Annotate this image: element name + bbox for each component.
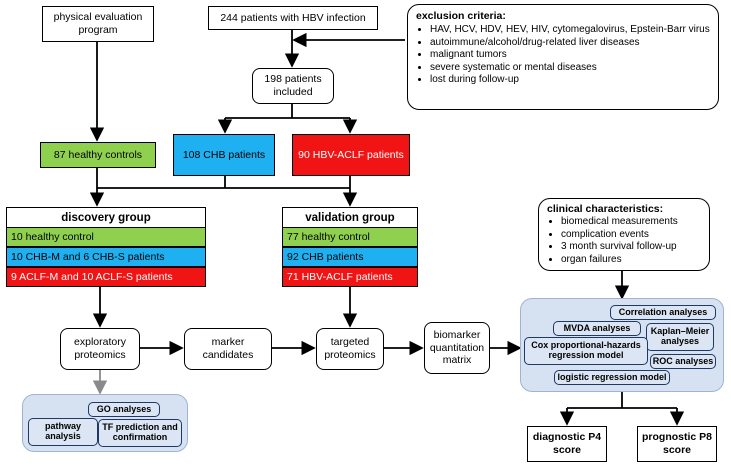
- healthy-controls-box: 87 healthy controls: [40, 142, 156, 168]
- clinical-characteristics-box: clinical characteristics: biomedical mea…: [538, 198, 710, 271]
- physical-evaluation-box: physical evaluation program: [42, 6, 154, 42]
- exclusion-item: autoimmune/alcohol/drug-related liver di…: [430, 37, 710, 50]
- exclusion-criteria-box: exclusion criteria: HAV, HCV, HDV, HEV, …: [407, 4, 719, 110]
- discovery-group-title-text: discovery group: [61, 211, 151, 224]
- logistic-regression-label: logistic regression model: [557, 371, 667, 382]
- roc-analyses-label: ROC analyses: [652, 355, 714, 366]
- aclf-patients-label: 90 HBV-ACLF patients: [298, 148, 404, 161]
- cox-regression-pill: Cox proportional-hazards regression mode…: [524, 337, 648, 365]
- go-analyses-pill: GO analyses: [88, 402, 160, 417]
- mvda-analyses-label: MVDA analyses: [563, 322, 631, 333]
- exploratory-proteomics-label: exploratory proteomics: [74, 336, 126, 361]
- marker-candidates-box: marker candidates: [184, 328, 272, 370]
- exclusion-item: HAV, HCV, HDV, HEV, HIV, cytomegalovirus…: [430, 24, 710, 37]
- discovery-row: 9 ACLF-M and 10 ACLF-S patients: [6, 267, 206, 287]
- exclusion-item: severe systematic or mental diseases: [430, 62, 710, 75]
- validation-row: 92 CHB patients: [282, 247, 418, 267]
- quantitation-matrix-box: biomarker quantitation matrix: [424, 322, 490, 374]
- diagnostic-score-box: diagnostic P4 score: [527, 426, 607, 462]
- correlation-analyses-pill: Correlation analyses: [610, 305, 716, 320]
- pathway-analysis-label: pathway analysis: [44, 421, 81, 441]
- exploratory-proteomics-box: exploratory proteomics: [60, 328, 140, 370]
- healthy-controls-label: 87 healthy controls: [53, 148, 143, 161]
- hbv-patients-label: 244 patients with HBV infection: [220, 11, 366, 24]
- cox-regression-label: Cox proportional-hazards regression mode…: [531, 340, 641, 360]
- validation-row-label: 77 healthy control: [287, 231, 370, 243]
- discovery-row-label: 10 healthy control: [11, 231, 94, 243]
- tf-prediction-label: TF prediction and confirmation: [102, 422, 178, 442]
- validation-row: 77 healthy control: [282, 227, 418, 247]
- correlation-analyses-label: Correlation analyses: [618, 306, 708, 317]
- chb-patients-box: 108 CHB patients: [173, 134, 275, 176]
- included-patients-box: 198 patients included: [252, 68, 334, 104]
- discovery-row-label: 9 ACLF-M and 10 ACLF-S patients: [11, 271, 173, 283]
- clinical-item: 3 month survival follow-up: [561, 241, 701, 254]
- discovery-group-title: discovery group: [6, 207, 206, 227]
- quantitation-matrix-label: biomarker quantitation matrix: [429, 329, 485, 367]
- clinical-item: complication events: [561, 229, 701, 242]
- validation-group-title: validation group: [282, 207, 418, 227]
- exclusion-criteria-title: exclusion criteria:: [416, 10, 506, 22]
- kaplan-meier-pill: Kaplan–Meier analyses: [646, 323, 714, 351]
- clinical-characteristics-title: clinical characteristics:: [547, 203, 664, 215]
- discovery-row: 10 CHB-M and 6 CHB-S patients: [6, 247, 206, 267]
- go-analyses-label: GO analyses: [96, 403, 152, 414]
- prognostic-score-box: prognostic P8 score: [637, 426, 717, 462]
- clinical-item: organ failures: [561, 254, 701, 267]
- discovery-row-label: 10 CHB-M and 6 CHB-S patients: [11, 251, 165, 263]
- exclusion-criteria-list: HAV, HCV, HDV, HEV, HIV, cytomegalovirus…: [416, 24, 710, 87]
- discovery-row: 10 healthy control: [6, 227, 206, 247]
- mvda-analyses-pill: MVDA analyses: [553, 321, 641, 336]
- marker-candidates-label: marker candidates: [202, 336, 254, 361]
- validation-group-title-text: validation group: [305, 211, 395, 224]
- aclf-patients-box: 90 HBV-ACLF patients: [292, 134, 410, 176]
- included-patients-label: 198 patients included: [264, 73, 322, 98]
- clinical-item: biomedical measurements: [561, 216, 701, 229]
- targeted-proteomics-label: targeted proteomics: [324, 336, 376, 361]
- tf-prediction-pill: TF prediction and confirmation: [98, 419, 182, 447]
- exclusion-item: lost during follow-up: [430, 74, 710, 87]
- diagnostic-score-label: diagnostic P4 score: [532, 431, 602, 456]
- exclusion-item: malignant tumors: [430, 49, 710, 62]
- validation-row-label: 92 CHB patients: [287, 251, 364, 263]
- logistic-regression-pill: logistic regression model: [554, 370, 670, 385]
- prognostic-score-label: prognostic P8 score: [642, 431, 713, 456]
- physical-evaluation-label: physical evaluation program: [53, 11, 143, 36]
- targeted-proteomics-box: targeted proteomics: [316, 328, 384, 370]
- pathway-analysis-pill: pathway analysis: [28, 418, 98, 446]
- hbv-patients-box: 244 patients with HBV infection: [208, 6, 378, 30]
- validation-row: 71 HBV-ACLF patients: [282, 267, 418, 287]
- clinical-characteristics-list: biomedical measurements complication eve…: [547, 216, 701, 266]
- roc-analyses-pill: ROC analyses: [650, 354, 716, 369]
- chb-patients-label: 108 CHB patients: [182, 148, 266, 161]
- validation-row-label: 71 HBV-ACLF patients: [287, 271, 393, 283]
- kaplan-meier-label: Kaplan–Meier analyses: [650, 326, 710, 346]
